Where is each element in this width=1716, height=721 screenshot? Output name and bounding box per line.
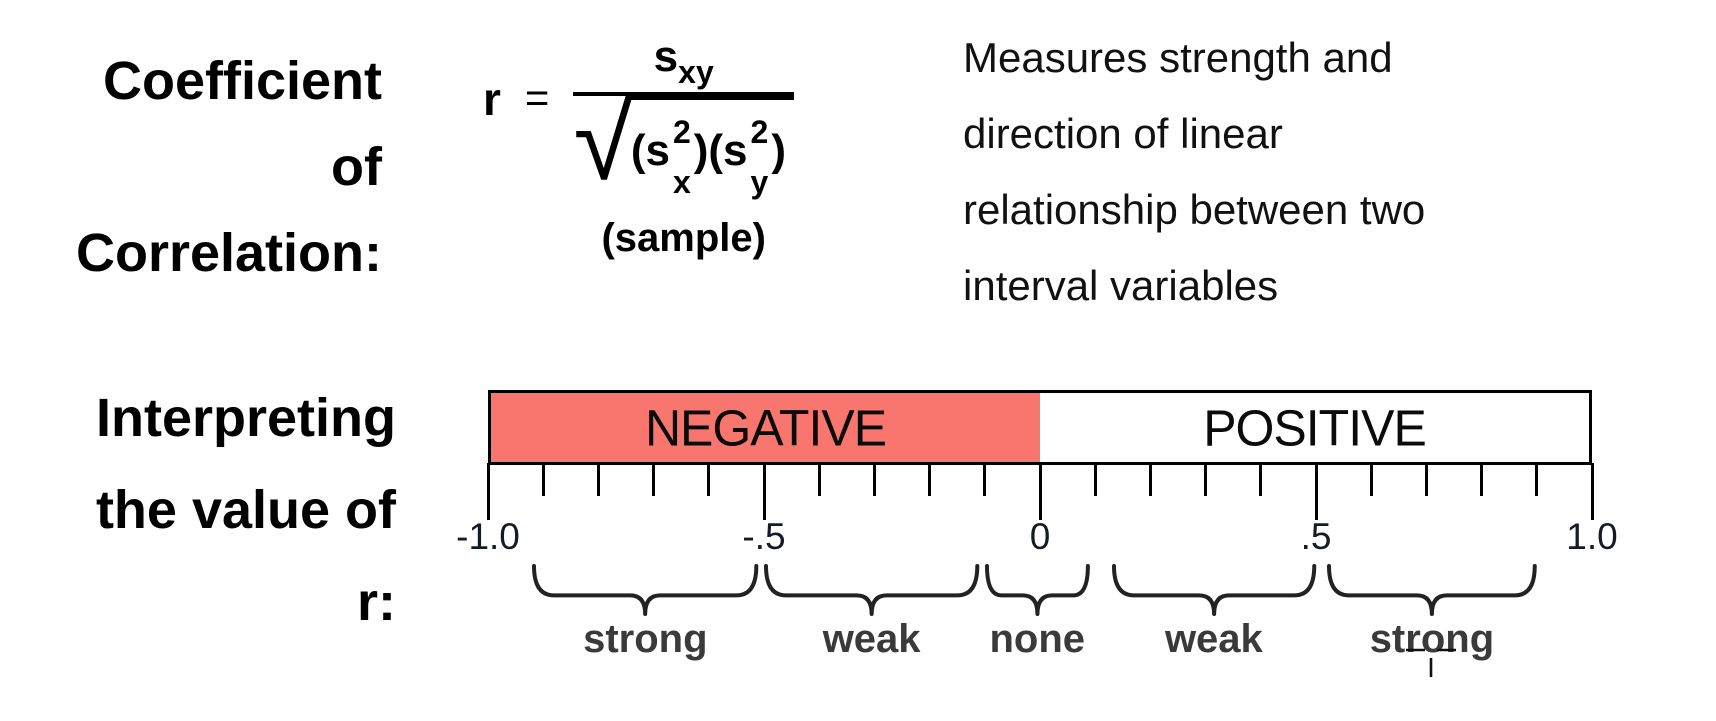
sy-superscript: 2 [750,114,769,150]
minor-tick [1204,463,1208,496]
minor-tick [983,463,987,496]
title-line: Coefficient [102,51,382,111]
positive-label: POSITIVE [1203,398,1427,457]
minor-tick [872,463,876,496]
radicand: (s 2 x )(s 2 y ) [626,96,794,198]
coefficient-title: Coefficient of Correlation: [10,38,382,296]
tick-label: 1.0 [1566,516,1618,557]
range-brace [764,564,980,616]
minor-tick [1093,463,1097,496]
sy-subscript: y [750,164,769,200]
strength-label: none [989,617,1086,661]
radical-sign: √ [573,80,634,203]
r-scale-bar: NEGATIVE POSITIVE [488,390,1592,465]
range-brace [532,564,759,616]
description-line: relationship between two [963,186,1426,233]
numerator-subscript: xy [678,54,714,90]
negative-region: NEGATIVE [491,393,1040,462]
correlation-formula: r = sxy √ (s 2 x )(s 2 y ) [483,32,794,261]
minor-tick [1480,463,1484,496]
radicand-close: ) [771,126,786,175]
description-line: Measures strength and [963,34,1393,81]
range-brace [984,564,1090,616]
strength-label: strong [1369,617,1495,661]
title-line: Interpreting [95,388,396,448]
crosshair-cursor [1406,648,1456,677]
title-line: the value of [95,480,396,540]
minor-tick [1259,463,1263,496]
minor-tick [596,463,600,496]
sx-subscript: x [672,164,691,200]
major-tick [486,463,490,520]
formula-lhs: r [483,73,501,125]
minor-tick [541,463,545,496]
description-line: direction of linear [963,110,1283,157]
minor-tick [707,463,711,496]
formula-numerator: sxy [573,32,794,96]
numerator-base: s [653,32,679,81]
strength-label: weak [1164,617,1263,661]
range-brace [1327,564,1537,616]
sy-exponents: 2 y [751,116,769,198]
radicand-open: (s [630,126,670,175]
minor-tick [1148,463,1152,496]
formula-caption: (sample) [601,216,766,260]
major-tick [1038,463,1042,520]
tick-label: 0 [1029,516,1051,557]
positive-region: POSITIVE [1040,393,1589,462]
tick-label: .5 [1300,516,1332,557]
minor-tick [1424,463,1428,496]
description-text: Measures strength and direction of linea… [963,20,1425,324]
formula-fraction: sxy √ (s 2 x )(s 2 y ) (sample) [573,32,794,261]
minor-tick [1369,463,1373,496]
description-line: interval variables [963,262,1279,309]
title-line: r: [357,572,396,632]
tick-label: -1.0 [456,516,520,557]
strength-label: weak [822,617,921,661]
minor-tick [817,463,821,496]
minor-tick [1535,463,1539,496]
title-line: of [331,137,382,197]
radicand-mid: )(s [693,126,748,175]
major-tick [1314,463,1318,520]
major-tick [762,463,766,520]
minor-tick [652,463,656,496]
title-line: Correlation: [75,223,382,283]
major-tick [1590,463,1594,520]
minor-tick [928,463,932,496]
negative-label: NEGATIVE [644,398,887,457]
tick-label: -.5 [742,516,786,557]
range-brace [1111,564,1316,616]
interpreting-title: Interpreting the value of r: [10,372,396,648]
sx-exponents: 2 x [673,116,691,198]
sx-superscript: 2 [672,114,691,150]
formula-equals: = [524,74,550,121]
strength-label: strong [583,617,708,661]
formula-denominator: √ (s 2 x )(s 2 y ) [573,80,794,203]
